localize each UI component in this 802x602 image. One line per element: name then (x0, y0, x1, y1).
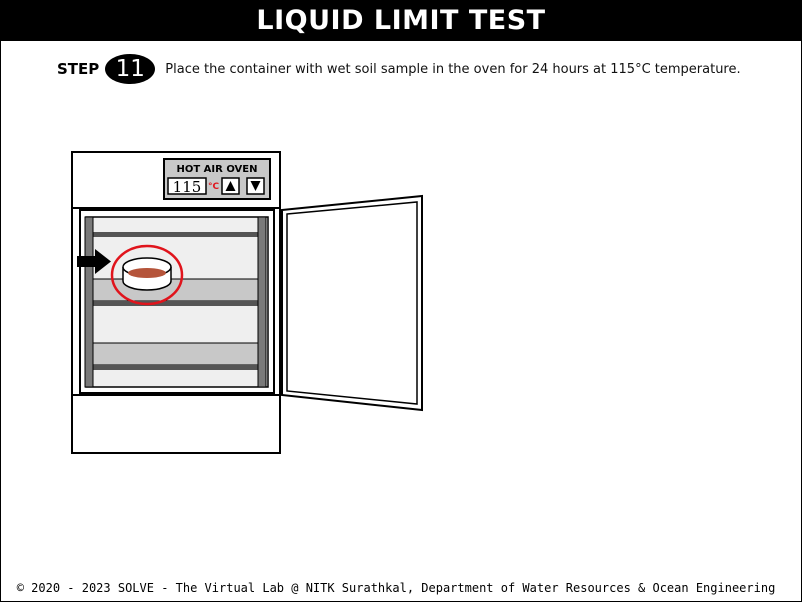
soil-container[interactable] (110, 244, 184, 306)
triangle-up-icon (225, 181, 236, 191)
temperature-display (167, 177, 207, 195)
step-instruction-row: STEP 11 Place the container with wet soi… (57, 53, 741, 85)
wet-soil-sample (128, 268, 166, 278)
hot-air-oven: HOT AIR OVEN 115 °C (71, 151, 423, 454)
oven-shelf-middle (91, 301, 261, 306)
highlight-circle (110, 244, 184, 306)
step-number-badge: 11 (105, 54, 156, 84)
step-label: STEP (57, 60, 100, 78)
temperature-down-button[interactable] (246, 177, 265, 195)
oven-rail-left (84, 216, 94, 388)
triangle-down-icon (250, 181, 261, 191)
footer-copyright: © 2020 - 2023 SOLVE - The Virtual Lab @ … (16, 581, 776, 595)
step-instruction-text: Place the container with wet soil sample… (165, 61, 741, 77)
page-title: LIQUID LIMIT TEST (1, 1, 801, 41)
oven-rail-right (257, 216, 267, 388)
temperature-unit: °C (208, 182, 220, 192)
oven-door[interactable] (281, 194, 423, 412)
oven-shelf-bottom (91, 365, 261, 370)
oven-shelf-top (91, 232, 261, 237)
temperature-up-button[interactable] (221, 177, 240, 195)
oven-chamber (79, 209, 275, 394)
arrow-right-icon (77, 249, 111, 274)
oven-control-panel: HOT AIR OVEN 115 °C (163, 158, 271, 200)
oven-shelf-tray-2 (90, 342, 262, 366)
temperature-value: 115 (173, 178, 202, 196)
oven-panel-label: HOT AIR OVEN (177, 164, 258, 175)
